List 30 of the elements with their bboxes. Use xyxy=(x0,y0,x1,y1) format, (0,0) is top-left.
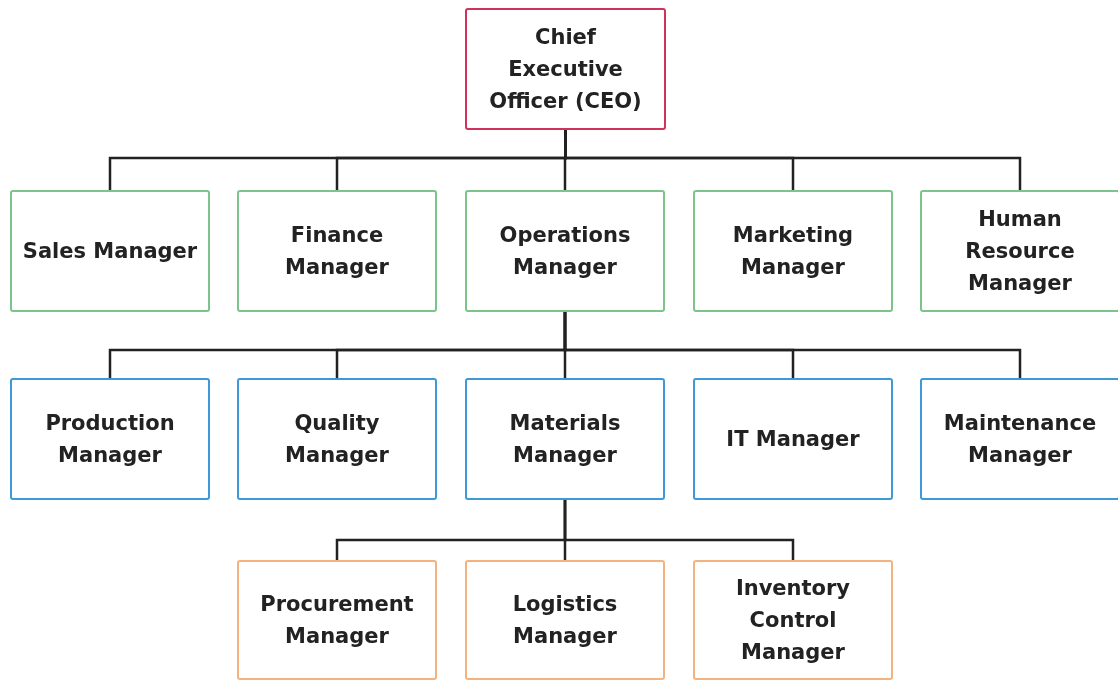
role-title: Marketing Manager xyxy=(731,222,855,281)
role-box xyxy=(465,378,665,500)
role-title: Procurement Manager xyxy=(259,591,415,650)
role-title: IT Manager xyxy=(726,426,860,453)
role-box xyxy=(465,560,665,680)
role-box xyxy=(920,190,1118,312)
role-box xyxy=(693,378,893,500)
role-box xyxy=(693,190,893,312)
role-title: Materials Manager xyxy=(508,410,622,469)
role-box xyxy=(237,560,437,680)
role-box xyxy=(10,378,210,500)
role-box xyxy=(10,190,210,312)
role-box xyxy=(465,8,666,130)
role-title: Inventory Control Manager xyxy=(734,575,852,666)
role-title: Sales Manager xyxy=(22,238,198,265)
role-box xyxy=(237,378,437,500)
connector-line xyxy=(563,500,795,560)
role-title: Finance Manager xyxy=(284,222,390,281)
role-title: Production Manager xyxy=(44,410,176,469)
role-title: Operations Manager xyxy=(498,222,632,281)
role-box xyxy=(237,190,437,312)
role-title: Human Resource Manager xyxy=(964,206,1076,297)
role-box xyxy=(465,190,665,312)
role-title: Logistics Manager xyxy=(511,591,619,650)
role-title: Chief Executive Officer (CEO) xyxy=(488,24,643,115)
connector-line xyxy=(563,312,1022,378)
role-box xyxy=(693,560,893,680)
role-title: Quality Manager xyxy=(284,410,390,469)
role-title: Maintenance Manager xyxy=(942,410,1098,469)
role-box xyxy=(920,378,1118,500)
